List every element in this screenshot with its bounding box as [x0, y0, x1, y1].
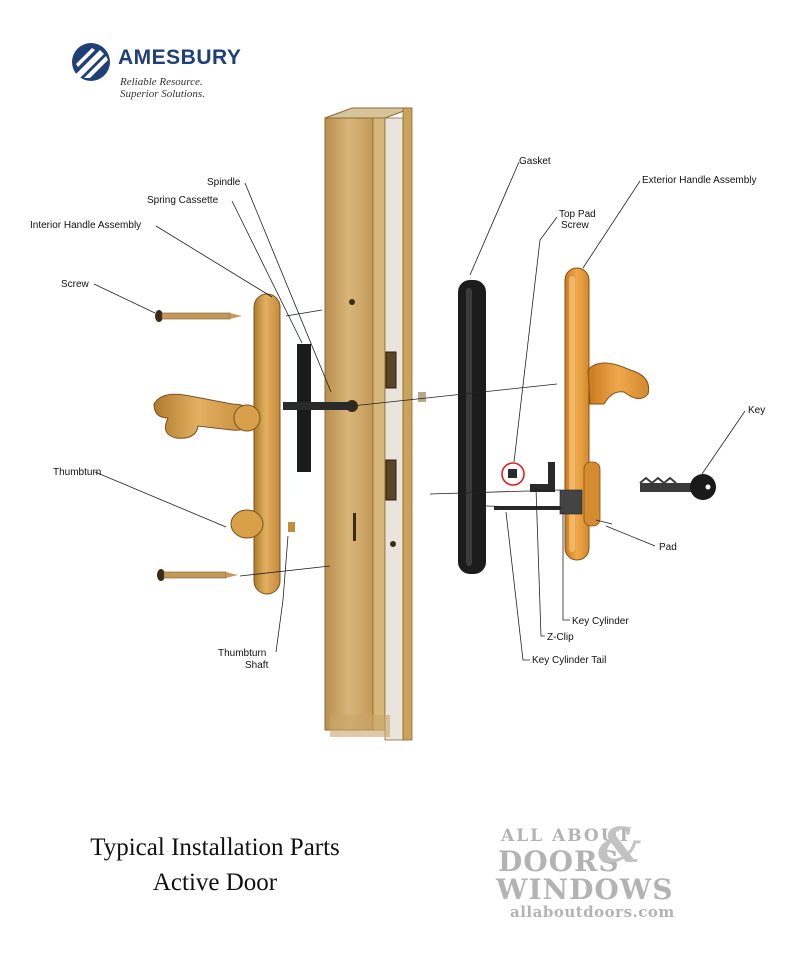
label-key-cylinder-tail: Key Cylinder Tail	[532, 655, 607, 666]
screw-bottom	[157, 569, 238, 581]
label-spring-cassette: Spring Cassette	[147, 195, 219, 206]
watermark-line-2: DOORS	[498, 845, 620, 878]
amesbury-logo-icon	[72, 43, 110, 81]
brand-tagline-1: Reliable Resource.	[120, 76, 203, 88]
label-key-cylinder: Key Cylinder	[572, 616, 629, 627]
label-thumbturn-shaft-2: Shaft	[245, 660, 269, 671]
interior-handle-assembly	[153, 293, 295, 595]
label-top-pad-screw-2: Screw	[561, 220, 589, 231]
watermark-url: allaboutdoors.com	[510, 903, 675, 921]
door-stile	[324, 107, 426, 741]
watermark-line-3: WINDOWS	[496, 873, 674, 906]
alignment-lines	[239, 309, 613, 577]
brand-name: AMESBURY	[118, 46, 242, 69]
brand-tagline-2: Superior Solutions.	[120, 88, 205, 100]
screw-top	[155, 310, 242, 322]
label-exterior-handle-assembly: Exterior Handle Assembly	[642, 175, 757, 186]
watermark-line-1: ALL ABOUT	[501, 826, 633, 846]
label-interior-handle-assembly: Interior Handle Assembly	[30, 220, 142, 231]
caption-line-1: Typical Installation Parts	[90, 834, 340, 861]
label-top-pad-screw-1: Top Pad	[559, 209, 596, 220]
label-spindle: Spindle	[207, 177, 241, 188]
label-key: Key	[748, 405, 766, 416]
key-shape	[639, 474, 716, 500]
watermark-ampersand: &	[598, 818, 642, 874]
key-cylinder-tail-shape	[494, 506, 574, 510]
spindle-bar	[283, 402, 355, 410]
label-gasket: Gasket	[519, 156, 551, 167]
label-pad: Pad	[659, 542, 677, 553]
leader-lines	[93, 161, 746, 661]
label-thumbturn-shaft-1: Thumbturn	[218, 648, 267, 659]
label-thumbturn: Thumbturn	[53, 467, 102, 478]
label-z-clip: Z-Clip	[547, 632, 574, 643]
z-clip-shape	[530, 462, 555, 492]
caption-line-2: Active Door	[152, 869, 278, 896]
label-screw: Screw	[61, 279, 89, 290]
highlight-circle	[501, 462, 525, 486]
exterior-handle-assembly	[559, 267, 650, 561]
